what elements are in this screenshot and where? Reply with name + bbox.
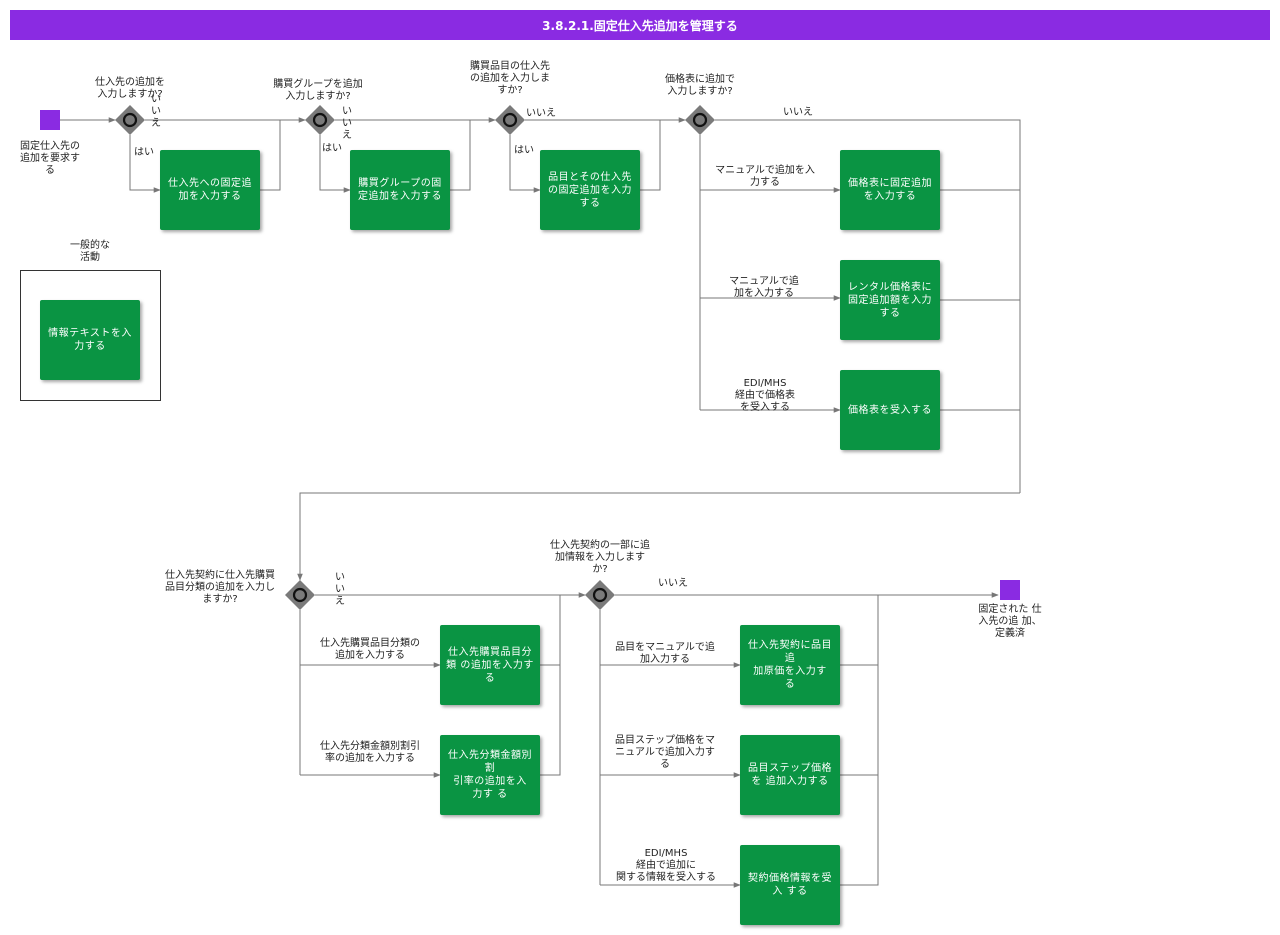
flow-label-g4-rental: マニュアルで追 加を入力する	[729, 276, 799, 299]
flow-label-g4-edi: EDI/MHS 経由で価格表 を受入する	[735, 378, 795, 413]
flow-label-g3-no: いいえ	[526, 108, 556, 119]
end-event	[1000, 580, 1020, 600]
task-enter-supplier-fixed-add: 仕入先への固定追 加を入力する	[160, 150, 260, 230]
gateway-g4	[685, 105, 715, 135]
flow-label-g6-no: いいえ	[658, 578, 688, 589]
gateway-g4-question: 価格表に追加で 入力しますか?	[665, 74, 735, 97]
gateway-g1-question: 仕入先の追加を 入力しますか?	[95, 77, 165, 100]
diagram-title: 3.8.2.1.固定仕入先追加を管理する	[10, 10, 1270, 40]
flow-label-g5-discount: 仕入先分類金額別割引 率の追加を入力する	[320, 741, 420, 764]
flow-label-g4-no: いいえ	[783, 107, 813, 118]
task-enter-purchasing-group-add: 購買グループの固 定追加を入力する	[350, 150, 450, 230]
flow-t8-join	[540, 665, 561, 776]
legend-label: 一般的な 活動	[70, 240, 110, 263]
task-enter-discount-add: 仕入先分類金額別 割 引率の追加を入 力す る	[440, 735, 540, 815]
task-enter-price-list-add: 価格表に固定追加 を入力する	[840, 150, 940, 230]
flow-g1-yes	[129, 135, 161, 193]
flow-label-g3-yes: はい	[514, 145, 534, 156]
flow-t7-join	[540, 595, 561, 666]
flow-label-g6-edi: EDI/MHS 経由で追加に 関する情報を受入する	[616, 848, 716, 883]
flow-t3-join	[640, 120, 661, 191]
gateway-g6	[585, 580, 615, 610]
flow-g2-yes	[319, 135, 351, 193]
flow-label-g6-step: 品目ステップ価格をマ ニュアルで追加入力す る	[615, 735, 715, 770]
task-enter-item-class-add: 仕入先購買品目分 類 の追加を入力す る	[440, 625, 540, 705]
flow-label-g6-item: 品目をマニュアルで追 加入力する	[615, 642, 715, 665]
flow-t10-join	[840, 665, 879, 776]
flow-label-g2-yes: はい	[322, 143, 342, 154]
flow-label-g1-yes: はい	[134, 147, 154, 158]
task-receive-price-list: 価格表を受入する	[840, 370, 940, 450]
task-enter-item-cost-add: 仕入先契約に品目 追 加原価を入力す る	[740, 625, 840, 705]
task-enter-step-price-add: 品目ステップ価格 を 追加入力する	[740, 735, 840, 815]
legend-box	[20, 270, 161, 401]
gateway-g1	[115, 105, 145, 135]
flow-label-g5-no: い い え	[335, 572, 345, 607]
gateway-g6-question: 仕入先契約の一部に追 加情報を入力します か?	[550, 540, 650, 575]
flow-g3-yes	[509, 135, 541, 193]
end-event-label: 固定された 仕 入先の追 加、 定義済	[978, 604, 1042, 639]
gateway-g3	[495, 105, 525, 135]
start-event	[40, 110, 60, 130]
flow-g4-no	[715, 119, 1021, 493]
flow-label-g5-class: 仕入先購買品目分類の 追加を入力する	[320, 638, 420, 661]
gateway-g2-question: 購買グループを追加 入力しますか?	[273, 79, 363, 102]
flow-label-g4-manual: マニュアルで追加を入 力する	[715, 165, 815, 188]
flow-t1-join	[260, 120, 281, 191]
legend-task: 情報テキストを入 力する	[40, 300, 140, 380]
task-enter-item-supplier-add: 品目とその仕入先 の固定追加を入力 する	[540, 150, 640, 230]
flow-t9-join	[840, 595, 879, 666]
flow-to-g5	[297, 492, 1020, 581]
gateway-g3-question: 購買品目の仕入先 の追加を入力しま すか?	[470, 61, 550, 96]
flow-label-g1-no: い い え	[151, 94, 161, 129]
flow-t2-join	[450, 120, 471, 191]
flow-label-g2-no: い い え	[342, 106, 352, 141]
start-event-label: 固定仕入先の 追加を要求す る	[20, 141, 80, 176]
task-receive-contract-price: 契約価格情報を受 入 する	[740, 845, 840, 925]
gateway-g5-question: 仕入先契約に仕入先購買 品目分類の追加を入力し ますか?	[165, 570, 275, 605]
gateway-g2	[305, 105, 335, 135]
flow-t11-join	[840, 775, 879, 886]
task-enter-rental-price-add: レンタル価格表に 固定追加額を入力 する	[840, 260, 940, 340]
